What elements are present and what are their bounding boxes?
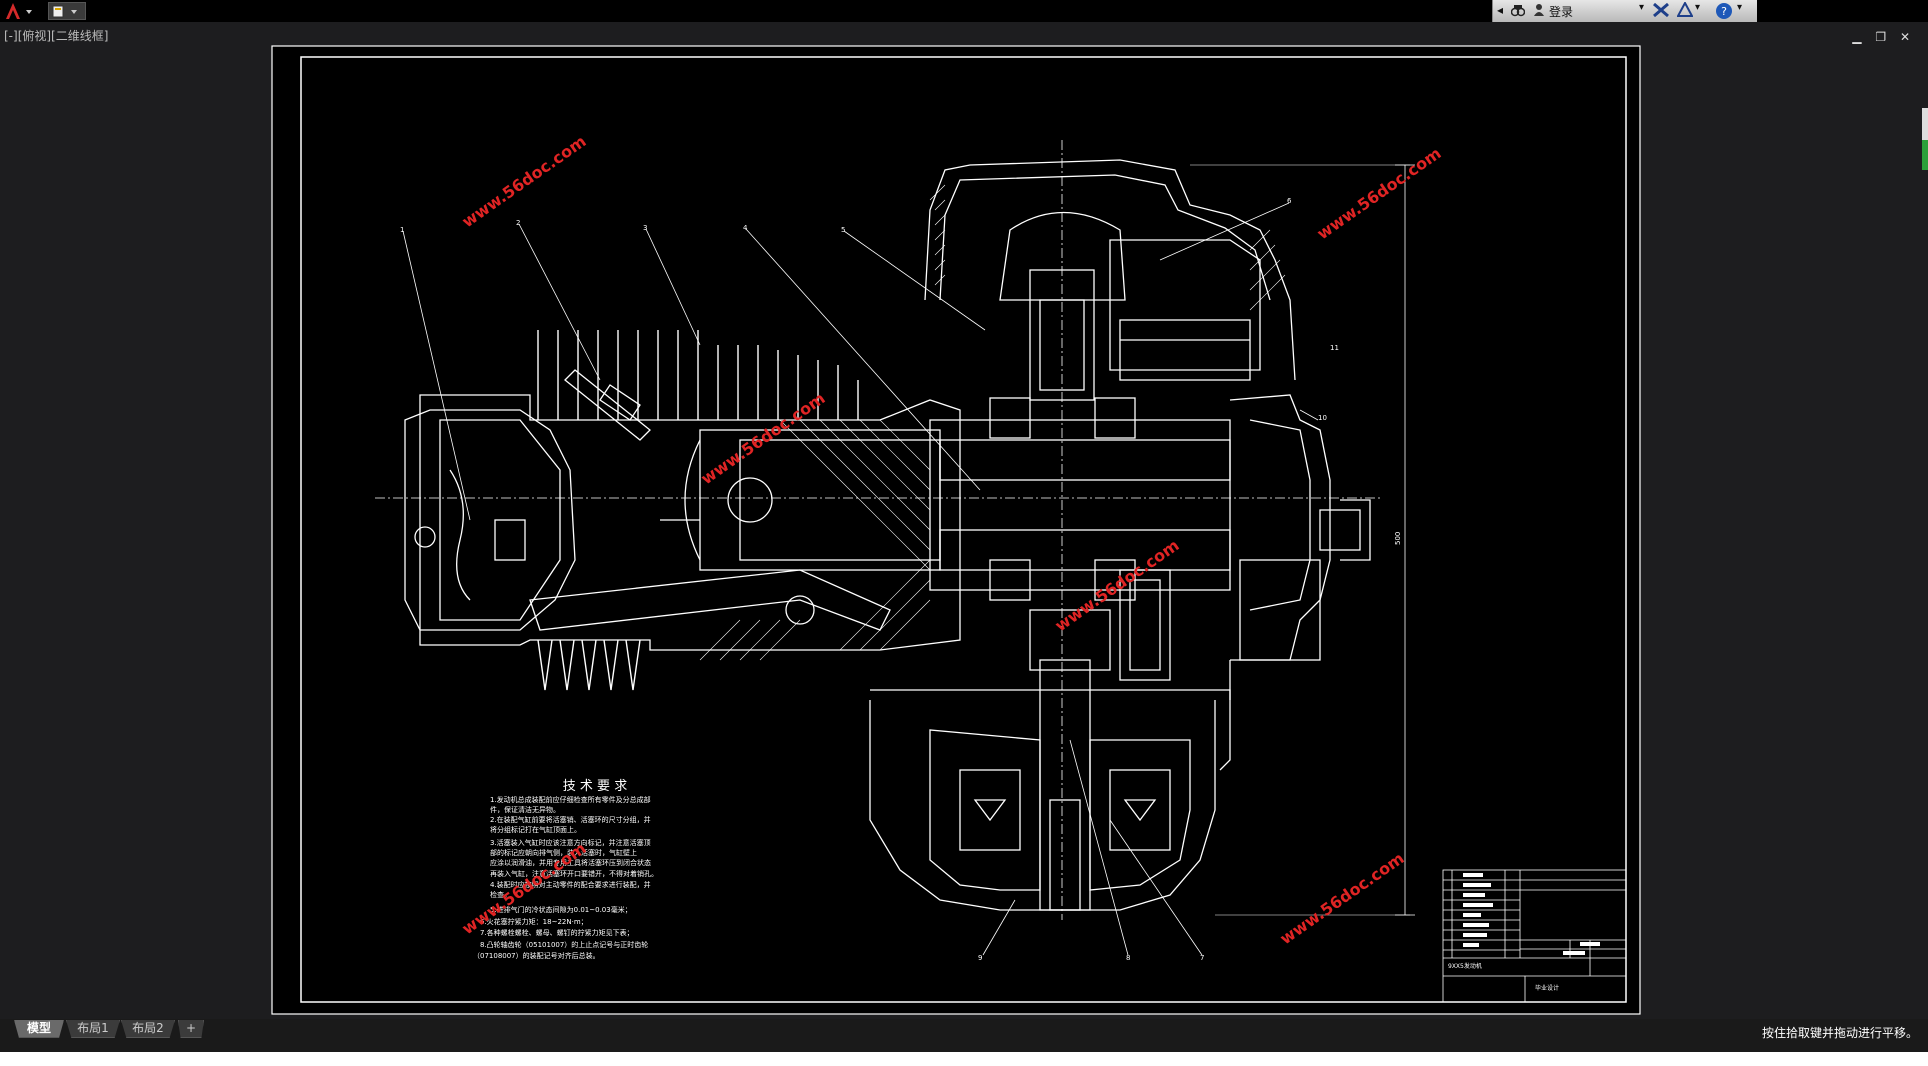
tech-requirement-line: 8.凸轮轴齿轮（05101007）的上止点记号与正时齿轮: [480, 940, 648, 949]
scroll-indicator-active: [1922, 140, 1928, 170]
tab-layout2[interactable]: 布局2: [121, 1020, 175, 1038]
engine-section-drawing: [375, 140, 1415, 920]
tech-requirement-line: 6.火花塞拧紧力矩：18~22N·m；: [480, 917, 588, 926]
tech-requirement-line: 1.发动机总成装配前应仔细检查所有零件及分总成部: [490, 795, 651, 804]
tech-requirement-line: 3.活塞装入气缸时应该注意方向标记，并注意活塞顶: [490, 838, 651, 847]
command-line-strip[interactable]: [0, 1052, 1928, 1066]
autocad-logo-icon: [6, 3, 20, 19]
title-bar: ◂ 登录 ▾ ▾ ? ▾: [0, 0, 1928, 22]
callout-label: 5: [841, 226, 845, 234]
tech-requirement-line: 2.在装配气缸前要将活塞销、活塞环的尺寸分组，并: [490, 815, 651, 824]
callout-label: 6: [1287, 197, 1292, 205]
restore-icon[interactable]: ❐: [1875, 30, 1887, 44]
exchange-icon[interactable]: [1653, 3, 1669, 17]
drawing-name: 9XX5发动机: [1448, 962, 1482, 970]
callout-leaders: [402, 202, 1319, 956]
dimension-label: 500: [1394, 532, 1402, 545]
callout-label: 1: [400, 226, 404, 234]
chevron-down-icon: [26, 10, 32, 14]
tech-requirement-line: 应涂以润滑油，并用专用工具将活塞环压到闭合状态: [490, 858, 651, 867]
scroll-left-icon[interactable]: ◂: [1497, 3, 1504, 17]
connect-icon[interactable]: [1677, 2, 1693, 18]
drawing-canvas[interactable]: 1 2 3 4 5 6 7 8 9 10 11 500 技 术 要 求 1.发动…: [0, 0, 1928, 1019]
drawing-border: [300, 56, 1627, 1003]
application-menu-button[interactable]: [2, 1, 38, 21]
tech-requirement-line: 4.装配时应按照对主动零件的配合要求进行装配，并: [490, 880, 651, 889]
technical-requirements: 技 术 要 求 1.发动机总成装配前应仔细检查所有零件及分总成部 件，保证清洁无…: [473, 779, 658, 960]
chevron-down-icon[interactable]: ▾: [1695, 2, 1701, 13]
add-layout-button[interactable]: +: [178, 1020, 204, 1038]
svg-text:?: ?: [1721, 5, 1727, 18]
tech-requirement-line: 7.各种螺栓螺栓、螺母、螺钉的拧紧力矩见下表；: [480, 928, 634, 937]
callout-label: 7: [1200, 954, 1204, 962]
user-icon: [1534, 4, 1544, 16]
document-icon: [52, 5, 77, 18]
title-block-caption: 毕业设计: [1535, 984, 1559, 992]
tech-requirement-line: 将分组标记打在气缸顶面上。: [490, 825, 581, 834]
help-icon[interactable]: ?: [1715, 2, 1733, 20]
tech-requirement-line: 件，保证清洁无异物。: [490, 805, 560, 814]
login-button[interactable]: 登录: [1549, 5, 1574, 19]
tab-model[interactable]: 模型: [14, 1020, 64, 1038]
callout-label: 10: [1318, 414, 1327, 422]
callout-label: 11: [1330, 344, 1339, 352]
tech-requirement-line: 再装入气缸，注意活塞环开口要错开，不得对着销孔。: [490, 869, 658, 878]
close-icon[interactable]: ✕: [1899, 30, 1910, 44]
tech-requirement-line: 5.进排气门的冷状态间隙为0.01~0.03毫米；: [490, 905, 632, 914]
callout-label: 8: [1126, 954, 1130, 962]
status-message: 按住拾取键并拖动进行平移。: [1761, 1026, 1918, 1040]
chevron-down-icon[interactable]: ▾: [1639, 2, 1645, 13]
callout-label: 4: [743, 224, 748, 232]
callout-label: 9: [978, 954, 982, 962]
callout-label: 3: [643, 224, 647, 232]
tech-requirement-line: （07108007）的装配记号对齐后总装。: [473, 951, 600, 960]
tab-layout1[interactable]: 布局1: [66, 1020, 120, 1038]
drawing-window-controls: ▁ ❐ ✕: [1842, 30, 1910, 44]
chevron-down-icon[interactable]: ▾: [1737, 2, 1743, 13]
infocenter-panel: ◂ 登录 ▾ ▾ ? ▾: [1492, 0, 1757, 22]
binoculars-icon[interactable]: [1511, 3, 1525, 17]
scroll-indicator: [1922, 108, 1928, 168]
tech-requirement-line: 部的标记应朝向排气侧，装入活塞时，气缸壁上: [490, 848, 637, 857]
quick-access-toolbar-button[interactable]: [48, 2, 86, 20]
viewport-controls-label[interactable]: [-][俯视][二维线框]: [4, 29, 109, 43]
tech-requirements-title: 技 术 要 求: [563, 779, 627, 794]
callout-label: 2: [516, 219, 520, 227]
title-block: [1442, 869, 1627, 1003]
tech-requirement-line: 检查。: [490, 890, 511, 899]
minimize-icon[interactable]: ▁: [1852, 30, 1862, 44]
